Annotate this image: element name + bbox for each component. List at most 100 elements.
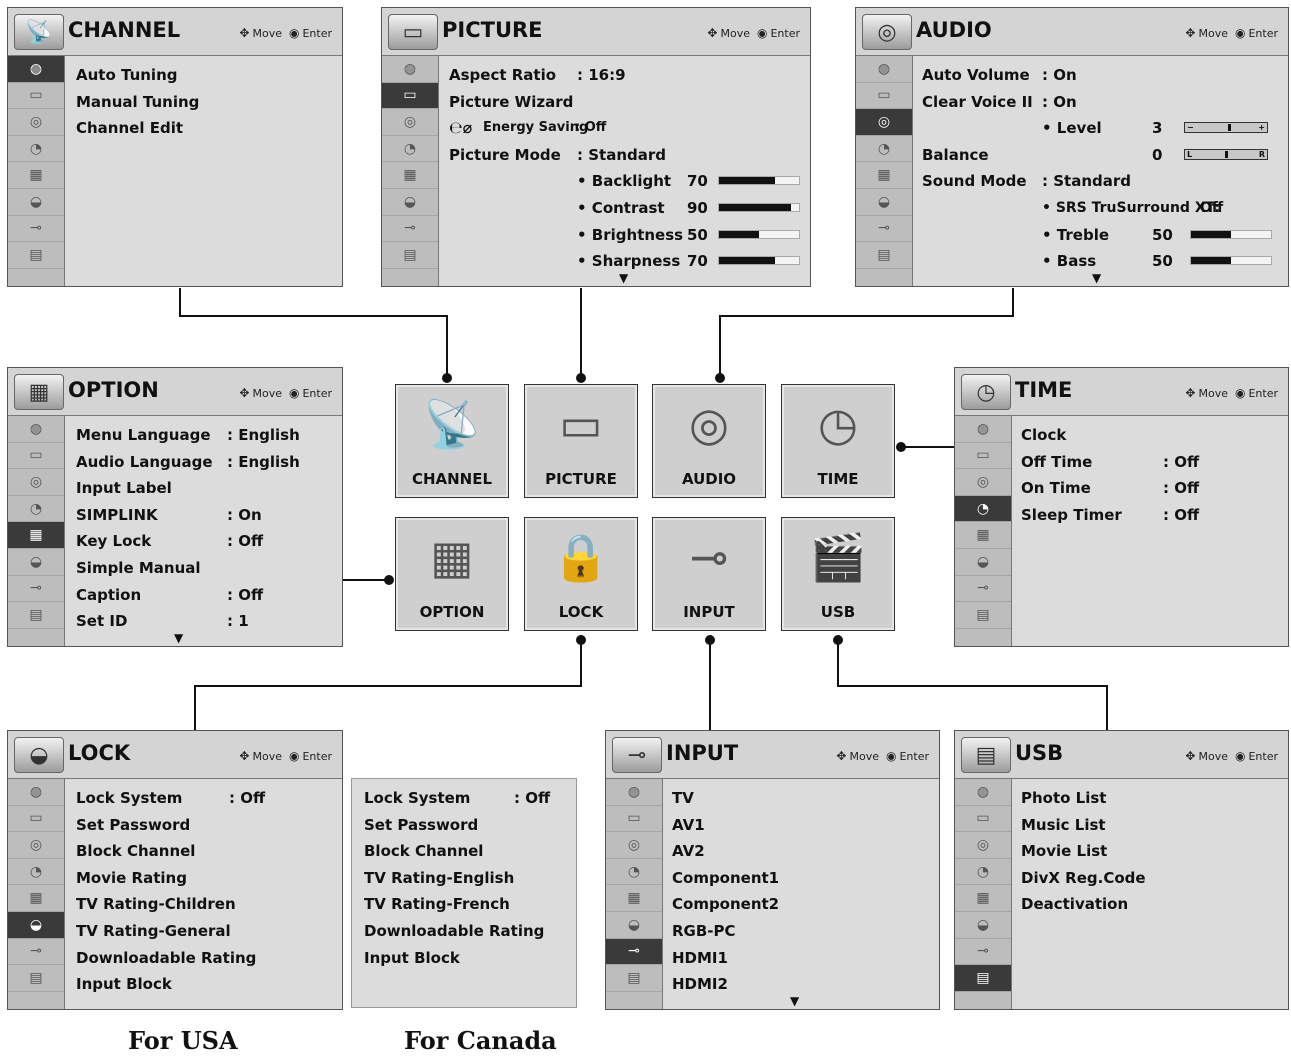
input-icon[interactable]: ⊸ (8, 939, 64, 966)
menu-item-tv-rating-general[interactable]: TV Rating-General (74, 918, 336, 945)
input-icon[interactable]: ⊸ (8, 216, 64, 243)
usb-icon[interactable]: ▤ (955, 965, 1011, 992)
menu-item-off-time[interactable]: Off Time: Off (1021, 449, 1282, 476)
menu-item-manual-tuning[interactable]: Manual Tuning (74, 89, 336, 116)
clock-icon[interactable]: ◔ (955, 496, 1011, 523)
tv-icon[interactable]: ▭ (606, 806, 662, 833)
usb-icon[interactable]: ▤ (955, 602, 1011, 629)
menu-item-tv-rating-english[interactable]: TV Rating-English (364, 865, 570, 892)
menu-item-lock-system[interactable]: Lock System: Off (364, 785, 570, 812)
menu-item-input-block[interactable]: Input Block (364, 945, 570, 972)
bass-slider[interactable] (1190, 256, 1272, 265)
menu-item-channel-edit[interactable]: Channel Edit (74, 115, 336, 142)
clock-icon[interactable]: ◔ (8, 496, 64, 523)
input-item-component1[interactable]: Component1 (672, 865, 933, 892)
speaker-icon[interactable]: ◎ (8, 469, 64, 496)
usb-item-photo-list[interactable]: Photo List (1021, 785, 1282, 812)
globe-icon[interactable]: ◍ (8, 779, 64, 806)
globe-icon[interactable]: ◍ (955, 416, 1011, 443)
clock-icon[interactable]: ◔ (856, 136, 912, 163)
menu-item-auto-volume[interactable]: Auto Volume: On (922, 62, 1282, 89)
tile-usb[interactable]: 🎬 USB (781, 517, 895, 631)
scroll-down-arrow-icon[interactable]: ▼ (1092, 271, 1101, 285)
menu-item-set-password[interactable]: Set Password (364, 812, 570, 839)
lock-icon[interactable]: ◒ (382, 189, 438, 216)
input-icon[interactable]: ⊸ (8, 576, 64, 603)
option-icon[interactable]: ▦ (8, 162, 64, 189)
usb-item-divx-reg-code[interactable]: DivX Reg.Code (1021, 865, 1282, 892)
menu-item-movie-rating[interactable]: Movie Rating (74, 865, 336, 892)
menu-item-tv-rating-french[interactable]: TV Rating-French (364, 891, 570, 918)
globe-icon[interactable]: ◍ (382, 56, 438, 83)
speaker-icon[interactable]: ◎ (856, 109, 912, 136)
menu-item-sleep-timer[interactable]: Sleep Timer: Off (1021, 502, 1282, 529)
level-slider[interactable]: −+ (1184, 122, 1268, 133)
menu-item-key-lock[interactable]: Key Lock: Off (74, 528, 336, 555)
lock-icon[interactable]: ◒ (8, 912, 64, 939)
backlight-slider[interactable] (718, 176, 800, 185)
lock-icon[interactable]: ◒ (856, 189, 912, 216)
menu-item-picture-mode[interactable]: Picture Mode: Standard (448, 142, 804, 169)
input-icon[interactable]: ⊸ (955, 939, 1011, 966)
speaker-icon[interactable]: ◎ (955, 469, 1011, 496)
speaker-icon[interactable]: ◎ (382, 109, 438, 136)
usb-item-deactivation[interactable]: Deactivation (1021, 891, 1282, 918)
tile-option[interactable]: ▦ OPTION (395, 517, 509, 631)
menu-item-block-channel[interactable]: Block Channel (364, 838, 570, 865)
lock-icon[interactable]: ◒ (955, 912, 1011, 939)
option-icon[interactable]: ▦ (382, 162, 438, 189)
input-item-av1[interactable]: AV1 (672, 812, 933, 839)
menu-item-picture-wizard[interactable]: Picture Wizard (448, 89, 804, 116)
usb-icon[interactable]: ▤ (382, 242, 438, 269)
lock-icon[interactable]: ◒ (606, 912, 662, 939)
menu-item-tv-rating-children[interactable]: TV Rating-Children (74, 891, 336, 918)
brightness-slider[interactable] (718, 230, 800, 239)
clock-icon[interactable]: ◔ (606, 859, 662, 886)
menu-item-energy-saving[interactable]: ℮⌀Energy Saving: Off (448, 115, 804, 142)
input-icon[interactable]: ⊸ (955, 576, 1011, 603)
clock-icon[interactable]: ◔ (8, 859, 64, 886)
lock-icon[interactable]: ◒ (8, 549, 64, 576)
tv-icon[interactable]: ▭ (856, 83, 912, 110)
menu-item-on-time[interactable]: On Time: Off (1021, 475, 1282, 502)
option-icon[interactable]: ▦ (955, 522, 1011, 549)
treble-slider[interactable] (1190, 230, 1272, 239)
setting-srs-trusurround[interactable]: • SRS TruSurround XT:Off (922, 195, 1282, 222)
tv-icon[interactable]: ▭ (955, 443, 1011, 470)
clock-icon[interactable]: ◔ (8, 136, 64, 163)
speaker-icon[interactable]: ◎ (8, 109, 64, 136)
clock-icon[interactable]: ◔ (382, 136, 438, 163)
menu-item-sound-mode[interactable]: Sound Mode: Standard (922, 168, 1282, 195)
menu-item-simple-manual[interactable]: Simple Manual (74, 555, 336, 582)
option-icon[interactable]: ▦ (8, 522, 64, 549)
menu-item-input-label[interactable]: Input Label (74, 475, 336, 502)
tile-audio[interactable]: ◎ AUDIO (652, 384, 766, 498)
tile-picture[interactable]: ▭ PICTURE (524, 384, 638, 498)
option-icon[interactable]: ▦ (606, 885, 662, 912)
menu-item-auto-tuning[interactable]: Auto Tuning (74, 62, 336, 89)
tile-time[interactable]: ◷ TIME (781, 384, 895, 498)
menu-item-aspect-ratio[interactable]: Aspect Ratio: 16:9 (448, 62, 804, 89)
usb-item-music-list[interactable]: Music List (1021, 812, 1282, 839)
contrast-slider[interactable] (718, 203, 800, 212)
input-icon[interactable]: ⊸ (856, 216, 912, 243)
tile-input[interactable]: ⊸ INPUT (652, 517, 766, 631)
input-item-hdmi1[interactable]: HDMI1 (672, 945, 933, 972)
option-icon[interactable]: ▦ (8, 885, 64, 912)
menu-item-set-password[interactable]: Set Password (74, 812, 336, 839)
menu-item-lock-system[interactable]: Lock System: Off (74, 785, 336, 812)
globe-icon[interactable]: ◍ (606, 779, 662, 806)
input-item-av2[interactable]: AV2 (672, 838, 933, 865)
input-item-hdmi2[interactable]: HDMI2 (672, 971, 933, 998)
globe-icon[interactable]: ◍ (856, 56, 912, 83)
menu-item-clock[interactable]: Clock (1021, 422, 1282, 449)
menu-item-block-channel[interactable]: Block Channel (74, 838, 336, 865)
input-icon[interactable]: ⊸ (606, 939, 662, 966)
menu-item-audio-language[interactable]: Audio Language: English (74, 449, 336, 476)
tile-channel[interactable]: 📡 CHANNEL (395, 384, 509, 498)
